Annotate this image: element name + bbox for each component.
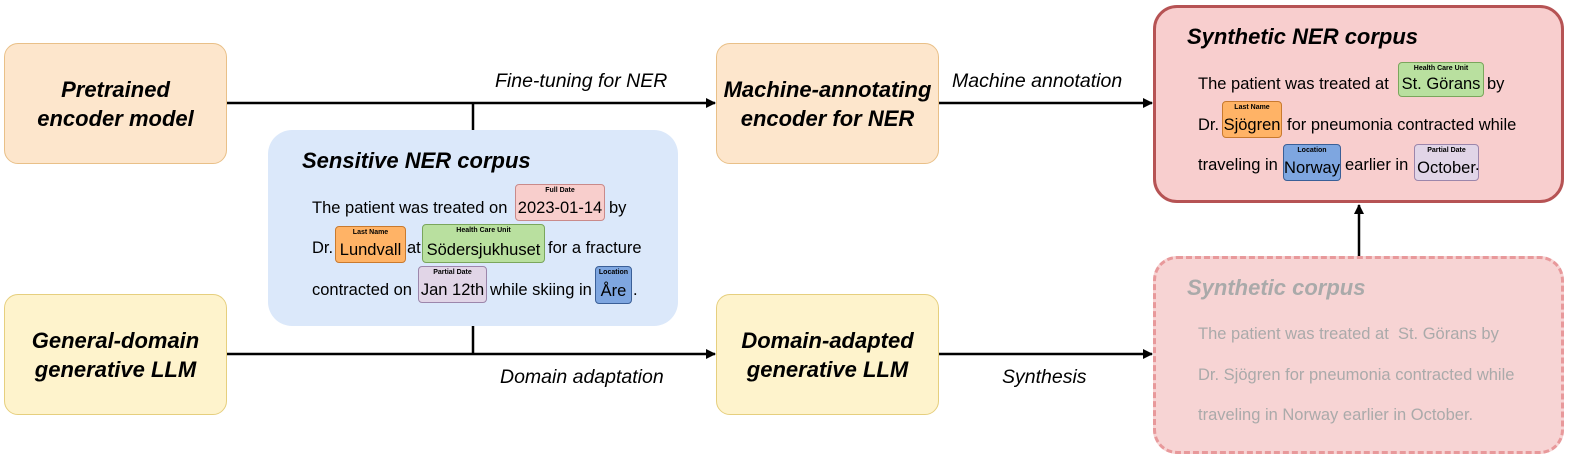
tag-last-name-synthetic: Last Name — [1234, 104, 1270, 111]
tag-health-care-unit-synthetic: Health Care Unit — [1413, 65, 1469, 72]
synthesis-label: Synthesis — [1002, 366, 1087, 388]
pretrained-encoder-box: Pretrained encoder model — [4, 43, 227, 164]
entity-health-care-unit-synthetic: Health Care Unit St. Görans — [1398, 62, 1484, 97]
entity-location: Location Åre — [595, 266, 632, 304]
entity-health-care-unit-text: Södersjukhuset — [426, 241, 541, 259]
synthetic-corpus-title: Synthetic corpus — [1187, 275, 1366, 300]
synth-ner-text-2b: for pneumonia contracted while — [1287, 116, 1517, 134]
synth-ner-text-2a: Dr. — [1198, 116, 1220, 134]
finetune-label: Fine-tuning for NER — [495, 70, 668, 92]
synthetic-corpus-box — [1153, 256, 1564, 454]
sensitive-text-1a: The patient was treated on — [312, 199, 508, 217]
domain-adaptation-label: Domain adaptation — [500, 366, 664, 388]
sensitive-corpus-title: Sensitive NER corpus — [302, 148, 531, 173]
entity-partial-date: Partial Date Jan 12th — [418, 266, 487, 303]
entity-location-synthetic: Location Norway — [1283, 144, 1341, 181]
synth-ner-text-3c: . — [1475, 156, 1480, 174]
synthetic-ner-corpus-box — [1153, 5, 1564, 203]
entity-partial-date-synthetic: Partial Date October — [1414, 144, 1479, 181]
machine-annotating-encoder-box: Machine-annotating encoder for NER — [716, 43, 939, 164]
synthetic-corpus-line-2: Dr. Sjögren for pneumonia contracted whi… — [1198, 366, 1515, 384]
entity-last-name: Last Name Lundvall — [335, 226, 406, 263]
sensitive-text-2c: for a fracture — [548, 239, 642, 257]
tag-partial-date-synthetic: Partial Date — [1427, 147, 1466, 154]
synthetic-corpus-line-1: The patient was treated at St. Görans by — [1198, 325, 1499, 343]
synth-ner-text-3a: traveling in — [1198, 156, 1278, 174]
general-llm-label: General-domain generative LLM — [31, 327, 200, 382]
entity-health-care-unit: Health Care Unit Södersjukhuset — [422, 224, 545, 263]
entity-last-name-text: Lundvall — [339, 241, 402, 259]
tag-last-name: Last Name — [352, 229, 389, 236]
sensitive-text-3a: contracted on — [312, 281, 412, 299]
tag-location: Location — [598, 269, 629, 276]
machine-annotation-label: Machine annotation — [952, 70, 1123, 92]
entity-full-date-text: 2023-01-14 — [517, 199, 603, 217]
synth-ner-text-3b: earlier in — [1345, 156, 1409, 174]
machine-annotating-encoder-label: Machine-annotating encoder for NER — [723, 76, 932, 131]
general-llm-box: General-domain generative LLM — [4, 294, 227, 415]
tag-partial-date: Partial Date — [433, 269, 472, 276]
entity-health-care-unit-synthetic-text: St. Görans — [1401, 75, 1481, 93]
entity-location-text: Åre — [600, 282, 627, 300]
synthetic-ner-corpus-title: Synthetic NER corpus — [1187, 24, 1419, 49]
pretrained-encoder-label: Pretrained encoder model — [37, 76, 194, 131]
entity-partial-date-synthetic-text: October — [1417, 159, 1476, 177]
synthetic-corpus-line-3: traveling in Norway earlier in October. — [1198, 406, 1474, 424]
entity-location-synthetic-text: Norway — [1284, 159, 1340, 177]
tag-location-synthetic: Location — [1297, 147, 1327, 154]
entity-last-name-synthetic-text: Sjögren — [1223, 116, 1281, 134]
tag-full-date: Full Date — [545, 187, 575, 194]
domain-adapted-llm-label: Domain-adapted generative LLM — [741, 327, 914, 382]
entity-full-date: Full Date 2023-01-14 — [515, 184, 605, 221]
entity-last-name-synthetic: Last Name Sjögren — [1222, 101, 1282, 138]
tag-health-care-unit: Health Care Unit — [456, 227, 511, 234]
sensitive-text-1b: by — [609, 199, 627, 217]
synth-ner-text-1a: The patient was treated at — [1198, 75, 1389, 93]
sensitive-text-3b: while skiing in — [490, 281, 592, 299]
entity-partial-date-text: Jan 12th — [420, 281, 485, 299]
synth-ner-text-1b: by — [1487, 75, 1505, 93]
sensitive-text-2a: Dr. — [312, 239, 334, 257]
domain-adapted-llm-box: Domain-adapted generative LLM — [716, 294, 939, 415]
sensitive-text-2b: at — [407, 239, 421, 257]
sensitive-text-3c: . — [633, 281, 638, 299]
